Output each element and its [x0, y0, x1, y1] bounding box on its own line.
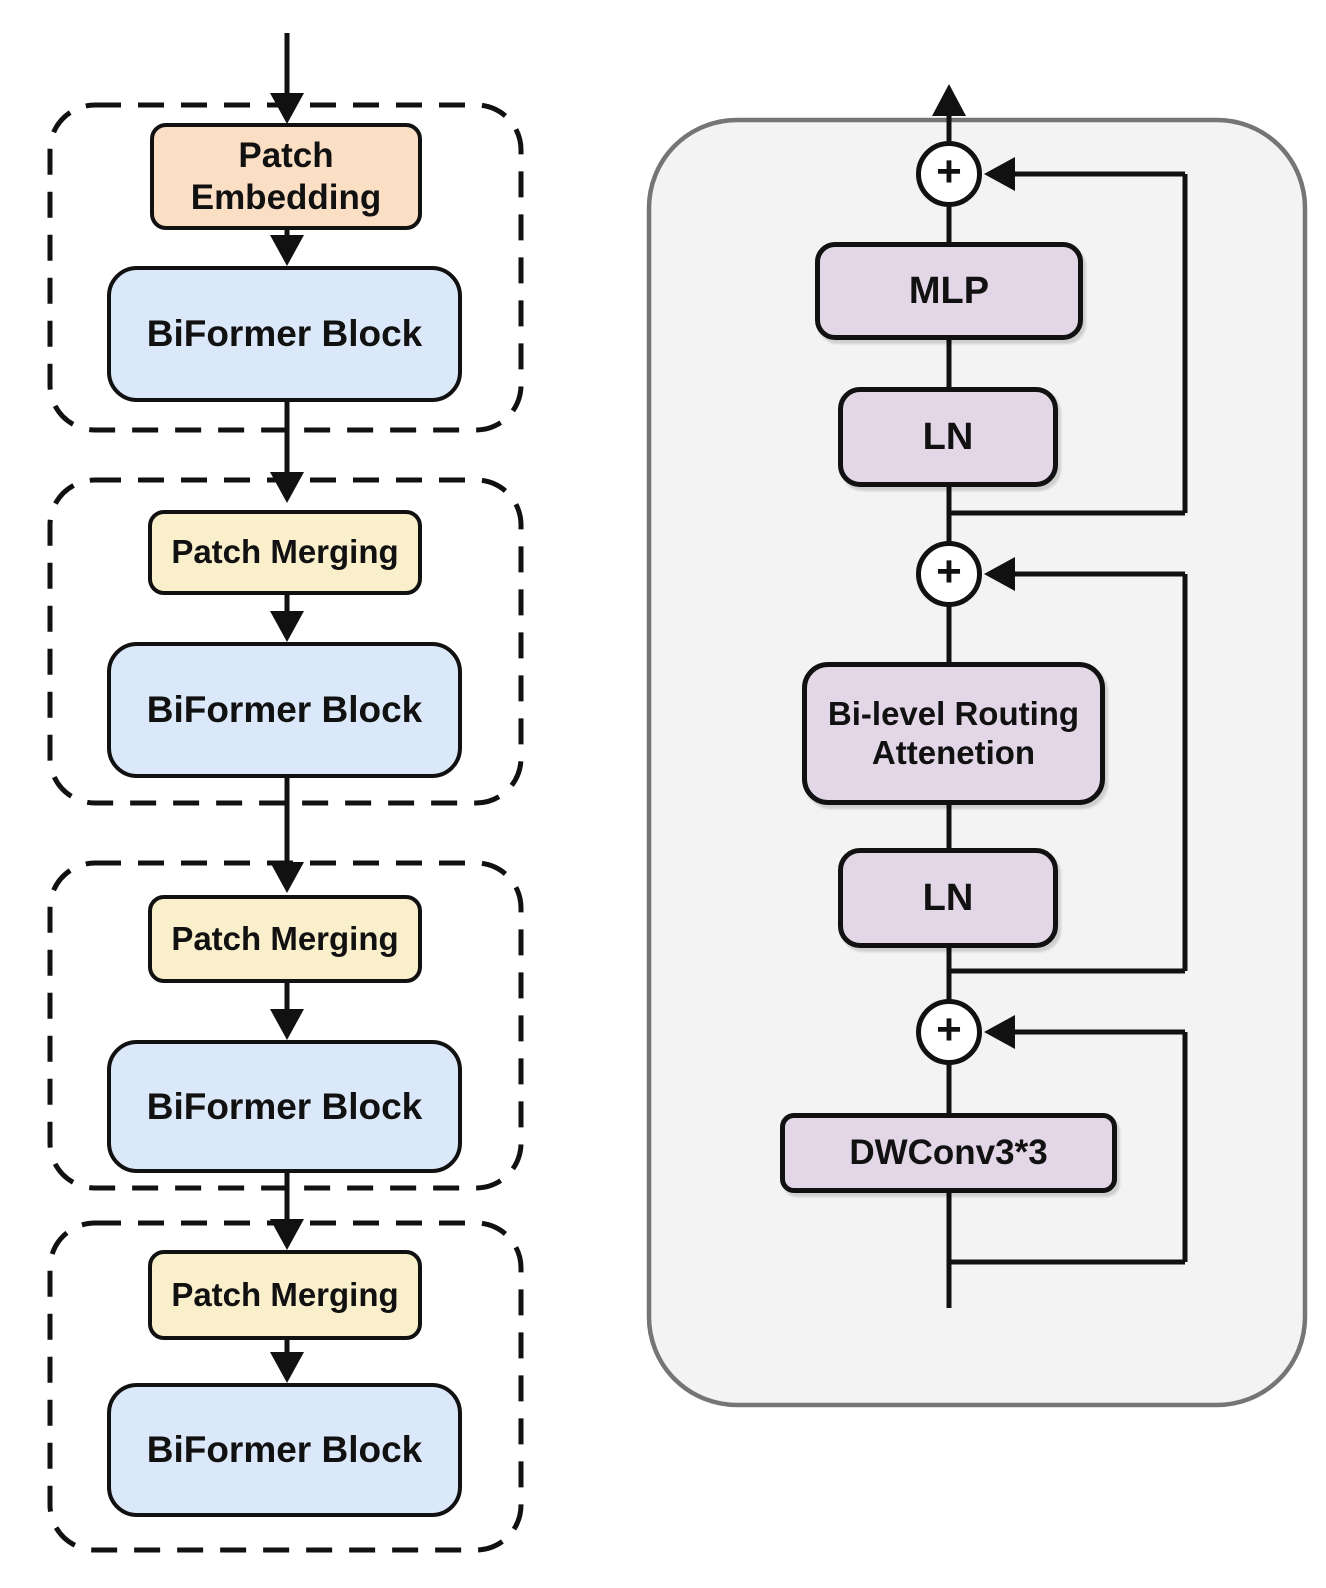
add-circle: + [916, 141, 982, 207]
arrow-down-icon [270, 93, 304, 124]
arrow-left-icon [984, 1015, 1015, 1049]
mlp-box: MLP [815, 242, 1083, 340]
arrow-down-icon [270, 1352, 304, 1383]
biformer-block-box: BiFormer Block [107, 1383, 462, 1517]
layernorm-upper-box: LN [838, 387, 1058, 487]
arrow-left-icon [984, 557, 1015, 591]
dwconv-box: DWConv3*3 [780, 1113, 1117, 1193]
biformer-block-box: BiFormer Block [107, 1040, 462, 1173]
biformer-block-box: BiFormer Block [107, 642, 462, 778]
arrow-down-icon [270, 611, 304, 642]
patch-merging-box: Patch Merging [148, 1250, 422, 1340]
arrow-down-icon [270, 1009, 304, 1040]
bilevel-routing-attention-box: Bi-level Routing Attenetion [802, 662, 1105, 805]
arrow-down-icon [270, 862, 304, 893]
arrow-left-icon [984, 157, 1015, 191]
biformer-block-box: BiFormer Block [107, 266, 462, 402]
patch-merging-box: Patch Merging [148, 510, 422, 595]
arrow-down-icon [270, 472, 304, 503]
patch-embedding-box: Patch Embedding [150, 123, 422, 230]
layernorm-lower-box: LN [838, 848, 1058, 948]
arrow-up-icon [932, 84, 966, 116]
arrow-down-icon [270, 1219, 304, 1250]
add-circle: + [916, 541, 982, 607]
add-circle: + [916, 999, 982, 1065]
arrow-down-icon [270, 235, 304, 266]
patch-merging-box: Patch Merging [148, 895, 422, 983]
